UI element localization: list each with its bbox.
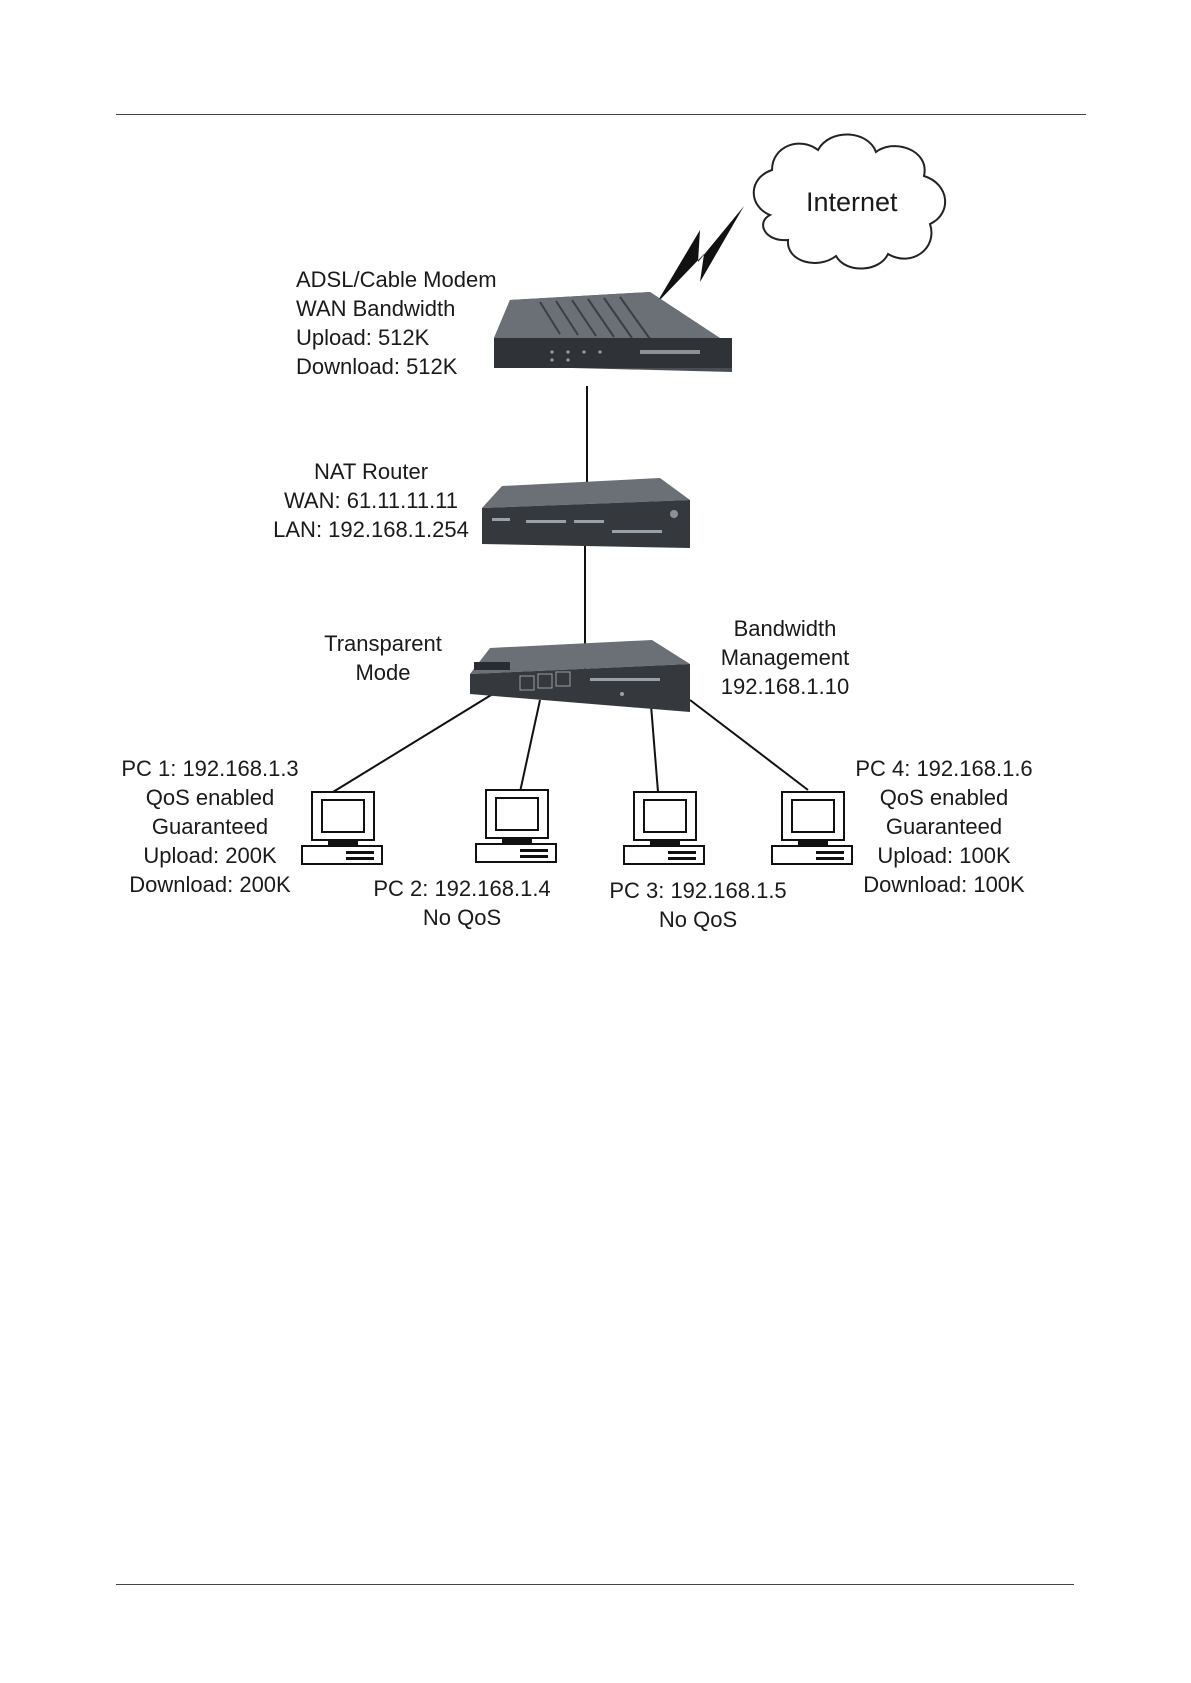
pc-2-line: No QoS bbox=[362, 903, 562, 932]
pc-4-line: Upload: 100K bbox=[846, 841, 1042, 870]
router-line: LAN: 192.168.1.254 bbox=[262, 515, 480, 544]
bandwidth-management-label: Bandwidth Management 192.168.1.10 bbox=[712, 614, 858, 701]
pc-1-line: Upload: 200K bbox=[112, 841, 308, 870]
pc-3-label: PC 3: 192.168.1.5 No QoS bbox=[598, 876, 798, 934]
modem-label: ADSL/Cable Modem WAN Bandwidth Upload: 5… bbox=[296, 265, 497, 381]
nat-router-icon bbox=[482, 478, 690, 548]
pc-3-line: PC 3: 192.168.1.5 bbox=[598, 876, 798, 905]
transparent-mode-line: Mode bbox=[310, 658, 456, 687]
internet-label: Internet bbox=[806, 186, 898, 218]
modem-line: ADSL/Cable Modem bbox=[296, 265, 497, 294]
transparent-mode-line: Transparent bbox=[310, 629, 456, 658]
pc-2-label: PC 2: 192.168.1.4 No QoS bbox=[362, 874, 562, 932]
wireless-link-bolt-icon bbox=[656, 206, 744, 304]
pc-2-icon bbox=[476, 790, 556, 862]
pc-3-icon bbox=[624, 792, 704, 864]
modem-line: WAN Bandwidth bbox=[296, 294, 497, 323]
pc-3-line: No QoS bbox=[598, 905, 798, 934]
pc-4-line: PC 4: 192.168.1.6 bbox=[846, 754, 1042, 783]
bandwidth-management-line: Management bbox=[712, 643, 858, 672]
pc-4-icon bbox=[772, 792, 852, 864]
pc-4-line: Download: 100K bbox=[846, 870, 1042, 899]
bandwidth-management-line: Bandwidth bbox=[712, 614, 858, 643]
router-label: NAT Router WAN: 61.11.11.11 LAN: 192.168… bbox=[262, 457, 480, 544]
pc-1-line: Guaranteed bbox=[112, 812, 308, 841]
bandwidth-gateway-icon bbox=[470, 640, 690, 712]
adsl-modem-icon bbox=[494, 292, 732, 372]
pc-1-line: Download: 200K bbox=[112, 870, 308, 899]
link-lines bbox=[333, 386, 808, 792]
modem-line: Upload: 512K bbox=[296, 323, 497, 352]
router-line: WAN: 61.11.11.11 bbox=[262, 486, 480, 515]
pc-1-line: PC 1: 192.168.1.3 bbox=[112, 754, 308, 783]
pc-4-line: Guaranteed bbox=[846, 812, 1042, 841]
pc-1-icon bbox=[302, 792, 382, 864]
pc-4-line: QoS enabled bbox=[846, 783, 1042, 812]
pc-1-label: PC 1: 192.168.1.3 QoS enabled Guaranteed… bbox=[112, 754, 308, 899]
router-line: NAT Router bbox=[262, 457, 480, 486]
bandwidth-management-line: 192.168.1.10 bbox=[712, 672, 858, 701]
pc-4-label: PC 4: 192.168.1.6 QoS enabled Guaranteed… bbox=[846, 754, 1042, 899]
pc-1-line: QoS enabled bbox=[112, 783, 308, 812]
modem-line: Download: 512K bbox=[296, 352, 497, 381]
transparent-mode-label: Transparent Mode bbox=[310, 629, 456, 687]
pc-2-line: PC 2: 192.168.1.4 bbox=[362, 874, 562, 903]
